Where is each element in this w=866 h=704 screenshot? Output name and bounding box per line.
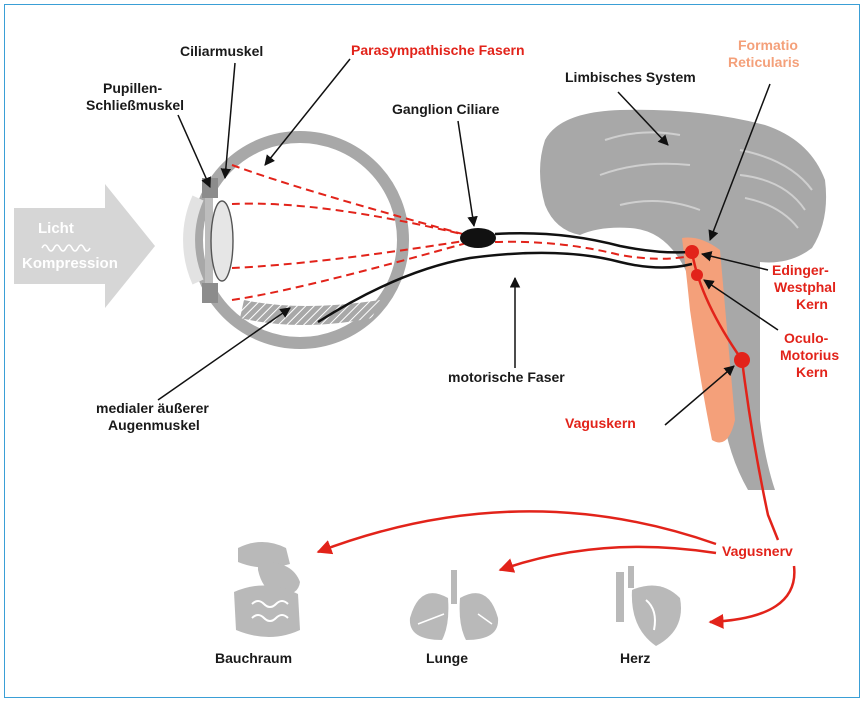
pupillen-label-line1: Pupillen-: [103, 80, 162, 96]
medialer-label-line2: Augenmuskel: [108, 417, 200, 433]
ganglion-ciliare-label: Ganglion Ciliare: [392, 101, 500, 117]
motorische-faser-label: motorische Faser: [448, 369, 565, 385]
ciliarmuskel-label: Ciliarmuskel: [180, 43, 263, 59]
eye-icon: [189, 137, 403, 343]
oculo-label-line2: Motorius: [780, 347, 839, 363]
limbisches-system-label: Limbisches System: [565, 69, 696, 85]
digestive-organs-icon: [234, 542, 300, 637]
vagusnerv-label: Vagusnerv: [722, 543, 793, 559]
ganglion-ciliare-icon: [460, 228, 496, 248]
pupillen-label-line2: Schließmuskel: [86, 97, 184, 113]
formatio-label-line1: Formatio: [738, 37, 798, 53]
edinger-label-line2: Westphal: [774, 279, 836, 295]
brain-icon: [540, 110, 826, 490]
vaguskern-label: Vaguskern: [565, 415, 636, 431]
oculo-label-line3: Kern: [796, 364, 828, 380]
edinger-label-line1: Edinger-: [772, 262, 829, 278]
bauchraum-label: Bauchraum: [215, 650, 292, 666]
medialer-label-line1: medialer äußerer: [96, 400, 209, 416]
oculo-label-line1: Oculo-: [784, 330, 829, 346]
herz-label: Herz: [620, 650, 650, 666]
vagus-branch-heart: [710, 566, 794, 622]
vagus-branch-abdomen: [318, 511, 716, 552]
heart-icon: [616, 566, 681, 646]
parasympathische-fasern-label: Parasympathische Fasern: [351, 42, 525, 58]
licht-label: Licht: [38, 220, 74, 237]
lungs-icon: [410, 570, 498, 640]
kompression-label: Kompression: [22, 255, 118, 272]
light-arrow-icon: [14, 184, 155, 308]
vagus-branch-lung: [500, 547, 716, 570]
edinger-label-line3: Kern: [796, 296, 828, 312]
lunge-label: Lunge: [426, 650, 468, 666]
formatio-label-line2: Reticularis: [728, 54, 800, 70]
